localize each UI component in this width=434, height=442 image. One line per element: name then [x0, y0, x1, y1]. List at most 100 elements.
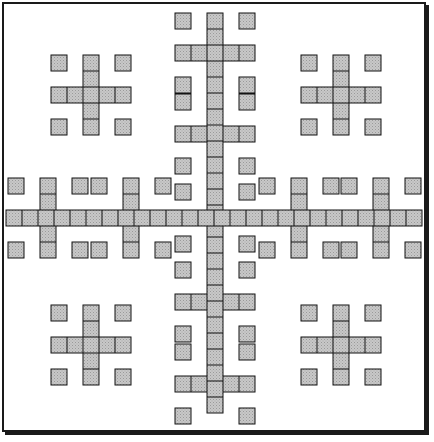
central-horizontal-tile: [358, 210, 374, 226]
vertical-bar-cross-corner-tile: [175, 158, 191, 174]
central-horizontal-tile: [134, 210, 150, 226]
horizontal-bar-cross-corner-tile: [72, 178, 88, 194]
central-horizontal-tile: [102, 210, 118, 226]
central-horizontal-tile: [6, 210, 22, 226]
central-vertical-tile: [207, 61, 223, 77]
vertical-bar-cross-corner-tile: [175, 344, 191, 360]
corner-motif-arm-tile: [333, 369, 349, 385]
corner-motif-corner-tile: [301, 119, 317, 135]
central-horizontal-tile: [294, 210, 310, 226]
corner-motif-arm-tile: [83, 353, 99, 369]
central-horizontal-tile: [246, 210, 262, 226]
central-horizontal-tile: [406, 210, 422, 226]
central-vertical-tile: [207, 141, 223, 157]
horizontal-bar-cross-tile: [291, 226, 307, 242]
corner-motif-arm-tile: [83, 369, 99, 385]
corner-motif-arm-tile: [67, 337, 83, 353]
central-vertical-tile: [207, 365, 223, 381]
corner-motif-arm-tile: [83, 87, 99, 103]
horizontal-bar-cross-corner-tile: [91, 242, 107, 258]
corner-motif-corner-tile: [301, 55, 317, 71]
corner-motif-arm-tile: [51, 87, 67, 103]
horizontal-bar-cross-tile: [123, 194, 139, 210]
corner-motif-arm-tile: [317, 337, 333, 353]
center-corner-tile: [175, 236, 191, 252]
central-vertical-tile: [207, 189, 223, 205]
central-horizontal-tile: [230, 210, 246, 226]
center-corner-tile: [239, 236, 255, 252]
central-horizontal-tile: [150, 210, 166, 226]
corner-motif-corner-tile: [51, 119, 67, 135]
vertical-bar-cross-corner-tile: [239, 77, 255, 93]
horizontal-bar-cross-corner-tile: [341, 178, 357, 194]
horizontal-bar-cross-corner-tile: [405, 178, 421, 194]
vertical-bar-cross-tile: [191, 376, 207, 392]
horizontal-bar-cross-corner-tile: [155, 242, 171, 258]
vertical-bar-cross-tile: [175, 126, 191, 142]
vertical-bar-cross-tile: [191, 45, 207, 61]
central-vertical-tile: [207, 93, 223, 109]
center-corner-tile: [175, 184, 191, 200]
vertical-bar-cross-corner-tile: [175, 13, 191, 29]
horizontal-bar-cross-tile: [40, 226, 56, 242]
horizontal-bar-cross-tile: [40, 194, 56, 210]
corner-motif-arm-tile: [301, 337, 317, 353]
central-horizontal-tile: [22, 210, 38, 226]
horizontal-bar-cross-corner-tile: [8, 178, 24, 194]
central-horizontal-tile: [86, 210, 102, 226]
vertical-bar-cross-tile: [223, 294, 239, 310]
horizontal-bar-cross-corner-tile: [8, 242, 24, 258]
corner-motif-arm-tile: [99, 87, 115, 103]
corner-motif-arm-tile: [333, 71, 349, 87]
vertical-bar-cross-tile: [239, 376, 255, 392]
corner-motif-arm-tile: [67, 87, 83, 103]
corner-motif-arm-tile: [301, 87, 317, 103]
horizontal-bar-cross-tile: [40, 242, 56, 258]
horizontal-bar-cross-tile: [373, 178, 389, 194]
vertical-bar-cross-tile: [223, 126, 239, 142]
central-vertical-tile: [207, 237, 223, 253]
corner-motif-corner-tile: [115, 305, 131, 321]
horizontal-bar-cross-tile: [291, 242, 307, 258]
central-vertical-tile: [207, 253, 223, 269]
corner-motif-arm-tile: [333, 87, 349, 103]
horizontal-bar-cross-corner-tile: [259, 242, 275, 258]
corner-motif-arm-tile: [349, 337, 365, 353]
corner-motif-corner-tile: [115, 119, 131, 135]
corner-motif-corner-tile: [51, 369, 67, 385]
central-horizontal-tile: [214, 210, 230, 226]
corner-motif-arm-tile: [349, 87, 365, 103]
central-horizontal-tile: [262, 210, 278, 226]
corner-motif-arm-tile: [83, 55, 99, 71]
corner-motif-corner-tile: [301, 305, 317, 321]
vertical-bar-cross-corner-tile: [239, 262, 255, 278]
horizontal-bar-cross-tile: [40, 178, 56, 194]
central-vertical-tile: [207, 317, 223, 333]
corner-motif-arm-tile: [365, 87, 381, 103]
horizontal-bar-cross-corner-tile: [341, 242, 357, 258]
vertical-bar-cross-corner-tile: [239, 408, 255, 424]
central-horizontal-tile: [38, 210, 54, 226]
corner-motif-corner-tile: [365, 305, 381, 321]
central-vertical-tile: [207, 333, 223, 349]
vertical-bar-cross-corner-tile: [175, 77, 191, 93]
vertical-bar-cross-corner-tile: [239, 158, 255, 174]
central-vertical-tile: [207, 173, 223, 189]
central-vertical-tile: [207, 109, 223, 125]
vertical-bar-cross-corner-tile: [239, 13, 255, 29]
corner-motif-arm-tile: [333, 321, 349, 337]
vertical-bar-cross-corner-tile: [175, 326, 191, 342]
corner-motif-arm-tile: [83, 71, 99, 87]
corner-motif-corner-tile: [365, 119, 381, 135]
vertical-bar-cross-corner-tile: [175, 94, 191, 110]
tile-layer: [6, 13, 422, 424]
central-horizontal-tile: [390, 210, 406, 226]
central-horizontal-tile: [278, 210, 294, 226]
central-vertical-tile: [207, 285, 223, 301]
central-vertical-tile: [207, 349, 223, 365]
horizontal-bar-cross-tile: [373, 226, 389, 242]
central-horizontal-tile: [374, 210, 390, 226]
corner-motif-arm-tile: [333, 119, 349, 135]
central-vertical-tile: [207, 157, 223, 173]
